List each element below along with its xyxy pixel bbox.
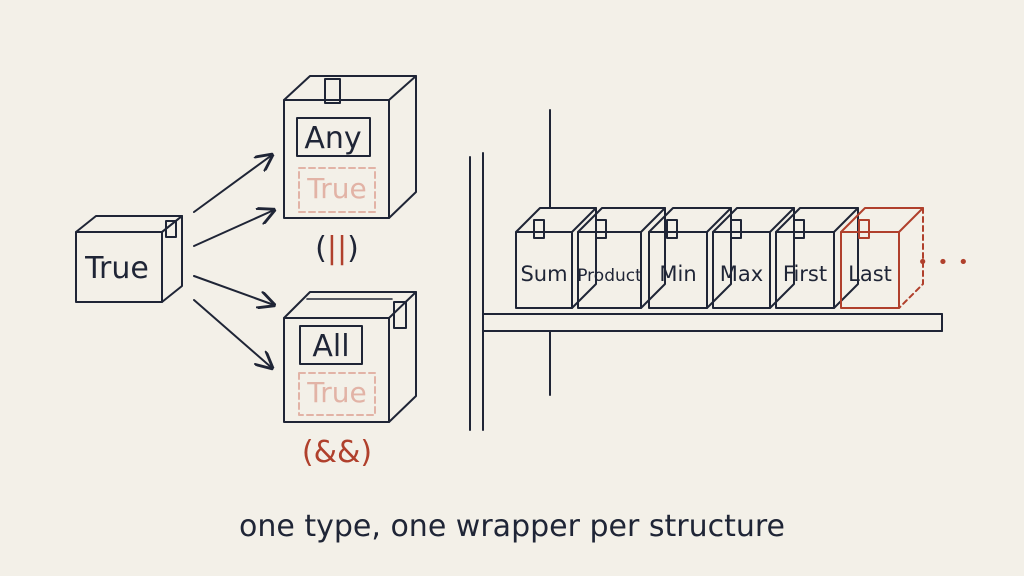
shelf-box-label: Sum — [520, 262, 567, 286]
shelf-box-label: Product — [577, 266, 642, 286]
shelf-box-label: Max — [720, 262, 763, 286]
all-label: All — [312, 329, 349, 364]
tape-icon — [730, 219, 742, 239]
source-true-box — [75, 215, 183, 303]
shelf-box-last — [840, 207, 924, 309]
shelf-box-label: First — [783, 262, 827, 286]
caption: one type, one wrapper per structure — [239, 509, 785, 544]
arrow-to-any-2 — [193, 210, 274, 247]
source-true-label: True — [84, 251, 149, 286]
shelf-box-min — [648, 207, 732, 309]
shelf-box-max — [712, 207, 795, 309]
tape-icon — [165, 220, 177, 238]
shelf-box-product — [577, 207, 666, 309]
shelf-box-sum — [515, 207, 597, 309]
all-label-frame — [299, 325, 363, 365]
arrow-to-any — [193, 155, 272, 213]
shelf — [469, 109, 943, 431]
shelf-box-label: Min — [659, 262, 696, 286]
tape-icon — [324, 78, 341, 104]
all-inner-label: True — [306, 376, 366, 409]
any-operator: (||) — [315, 231, 359, 266]
any-box — [283, 75, 417, 219]
tape-icon — [393, 301, 407, 329]
any-label: Any — [304, 121, 361, 156]
shelf-box-label: Last — [848, 262, 892, 286]
shelf-labels: Sum Product Min Max First Last — [520, 262, 891, 286]
any-operator-text: (||) — [315, 231, 359, 266]
tape-icon — [533, 219, 545, 239]
any-operator-paren: ( — [315, 231, 327, 266]
all-box — [283, 291, 417, 423]
all-faded-frame — [298, 372, 376, 416]
tape-icon — [666, 219, 678, 239]
shelf-boxes — [515, 207, 924, 309]
tape-icon — [595, 219, 607, 239]
any-label-frame — [296, 117, 371, 157]
arrow-to-all — [193, 275, 274, 305]
arrow-to-all-2 — [193, 299, 272, 368]
tape-icon — [793, 219, 805, 239]
any-operator-symbol: || — [327, 231, 347, 266]
all-operator: (&&) — [302, 435, 372, 470]
tape-icon — [858, 219, 870, 239]
shelf-box-first — [775, 207, 859, 309]
any-inner-label: True — [306, 172, 366, 205]
any-operator-paren: ) — [347, 231, 359, 266]
more-ellipsis: • • • — [917, 252, 970, 273]
